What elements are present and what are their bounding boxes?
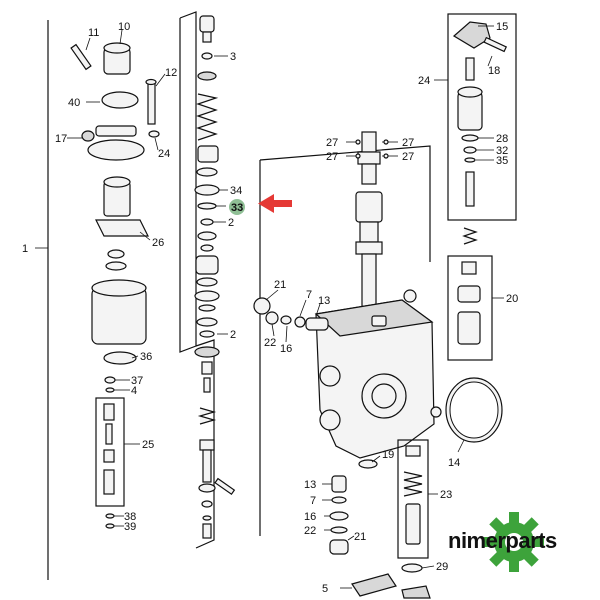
label-20: 21 [274,279,286,291]
label-7a: 7 [306,289,312,301]
label-29: 24 [158,148,170,160]
label-35: 35 [496,155,508,167]
label-2b: 2 [230,329,236,341]
label-32: 32 [496,145,508,157]
brand-wordmark[interactable]: nimerparts [448,528,557,553]
valve-frame [259,145,431,262]
label-13: 13 [318,295,330,307]
box-22 [447,227,504,361]
part-labels: 1 11 10 12 40 17 24 26 36 37 4 25 38 39 … [22,21,518,595]
label-10: 10 [118,21,130,33]
red-arrow-icon [258,194,292,213]
label-7b: 7 [310,495,316,507]
label-26c: 27 [402,137,414,149]
spool-leaders [346,139,398,159]
bottom-parts [340,455,435,599]
label-23: 23 [440,489,452,501]
label-21b: 22 [304,525,316,537]
gear-logo-icon [484,512,544,572]
label-20b: 21 [354,531,366,543]
lower-fittings [322,475,355,555]
left-assembly [70,42,160,529]
label-38: 38 [124,511,136,523]
label-3: 3 [230,51,236,63]
label-16a: 16 [280,343,292,355]
label-2a: 2 [228,217,234,229]
label-30: 26 [152,237,164,249]
valve-body [314,289,442,459]
label-13b: 13 [304,479,316,491]
label-14: 14 [448,457,460,469]
label-26b: 27 [326,151,338,163]
label-22: 20 [506,293,518,305]
label-34: 34 [230,185,242,197]
box-23 [397,439,438,559]
side-fittings [253,289,329,343]
label-5: 5 [322,583,328,595]
highlight-33 [229,199,245,215]
label-40: 40 [68,97,80,109]
label-19: 19 [382,449,394,461]
center-assembly [179,11,236,549]
label-36: 36 [140,351,152,363]
label-11: 11 [88,27,99,39]
label-1: 1 [22,243,28,255]
box-24 [434,13,517,221]
label-37: 37 [131,375,143,387]
label-28: 29 [436,561,448,573]
label-25: 25 [142,439,154,451]
label-15: 15 [496,21,508,33]
label-26d: 27 [402,151,414,163]
o-ring-14 [445,377,503,453]
label-18: 18 [488,65,500,77]
center-leaders [213,55,228,335]
label-16b: 16 [304,511,316,523]
label-21a: 22 [264,337,276,349]
label-27: 28 [496,133,508,145]
label-24: 24 [418,75,430,87]
label-17: 17 [55,133,67,145]
left-leaders [67,29,166,527]
label-33: 33 [231,202,243,214]
main-spool [355,131,383,309]
label-12: 12 [165,67,177,79]
label-26a: 27 [326,137,338,149]
label-39: 39 [124,521,136,533]
label-4: 4 [131,385,137,397]
